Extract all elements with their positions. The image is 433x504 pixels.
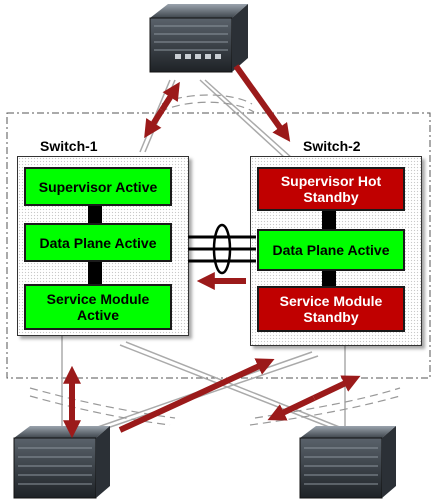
arrow-switch2-to-bottom-right-a <box>312 375 361 401</box>
arrow-switch2-to-bottom-right-b <box>267 395 316 421</box>
arrow-switch1-to-top <box>144 108 165 139</box>
traffic-arrows <box>63 64 361 439</box>
arrow-bottom-left-to-switch2 <box>118 358 275 433</box>
arrow-top-to-switch1 <box>159 81 180 112</box>
dashed-bundle-top <box>159 94 255 113</box>
chassis-switch-icon-bottom-right <box>299 426 396 499</box>
virtual-switch-link <box>188 223 256 275</box>
switch1-service-module-block: Service Module Active <box>24 284 172 330</box>
switch2-title: Switch-2 <box>303 138 361 154</box>
chassis-switch-icon-bottom-left <box>13 426 110 499</box>
switch2-data-plane-block: Data Plane Active <box>257 229 405 271</box>
chassis-switch-icon-top <box>149 4 248 73</box>
arrow-top-to-switch2 <box>233 64 291 142</box>
switch1-supervisor-block: Supervisor Active <box>24 167 172 206</box>
virtual-switch-domain <box>6 112 431 379</box>
switch1-data-plane-block: Data Plane Active <box>24 223 172 262</box>
switch2-service-module-block: Service Module Standby <box>257 286 405 332</box>
switch2-supervisor-block: Supervisor Hot Standby <box>257 167 405 211</box>
switch1-title: Switch-1 <box>40 138 98 154</box>
